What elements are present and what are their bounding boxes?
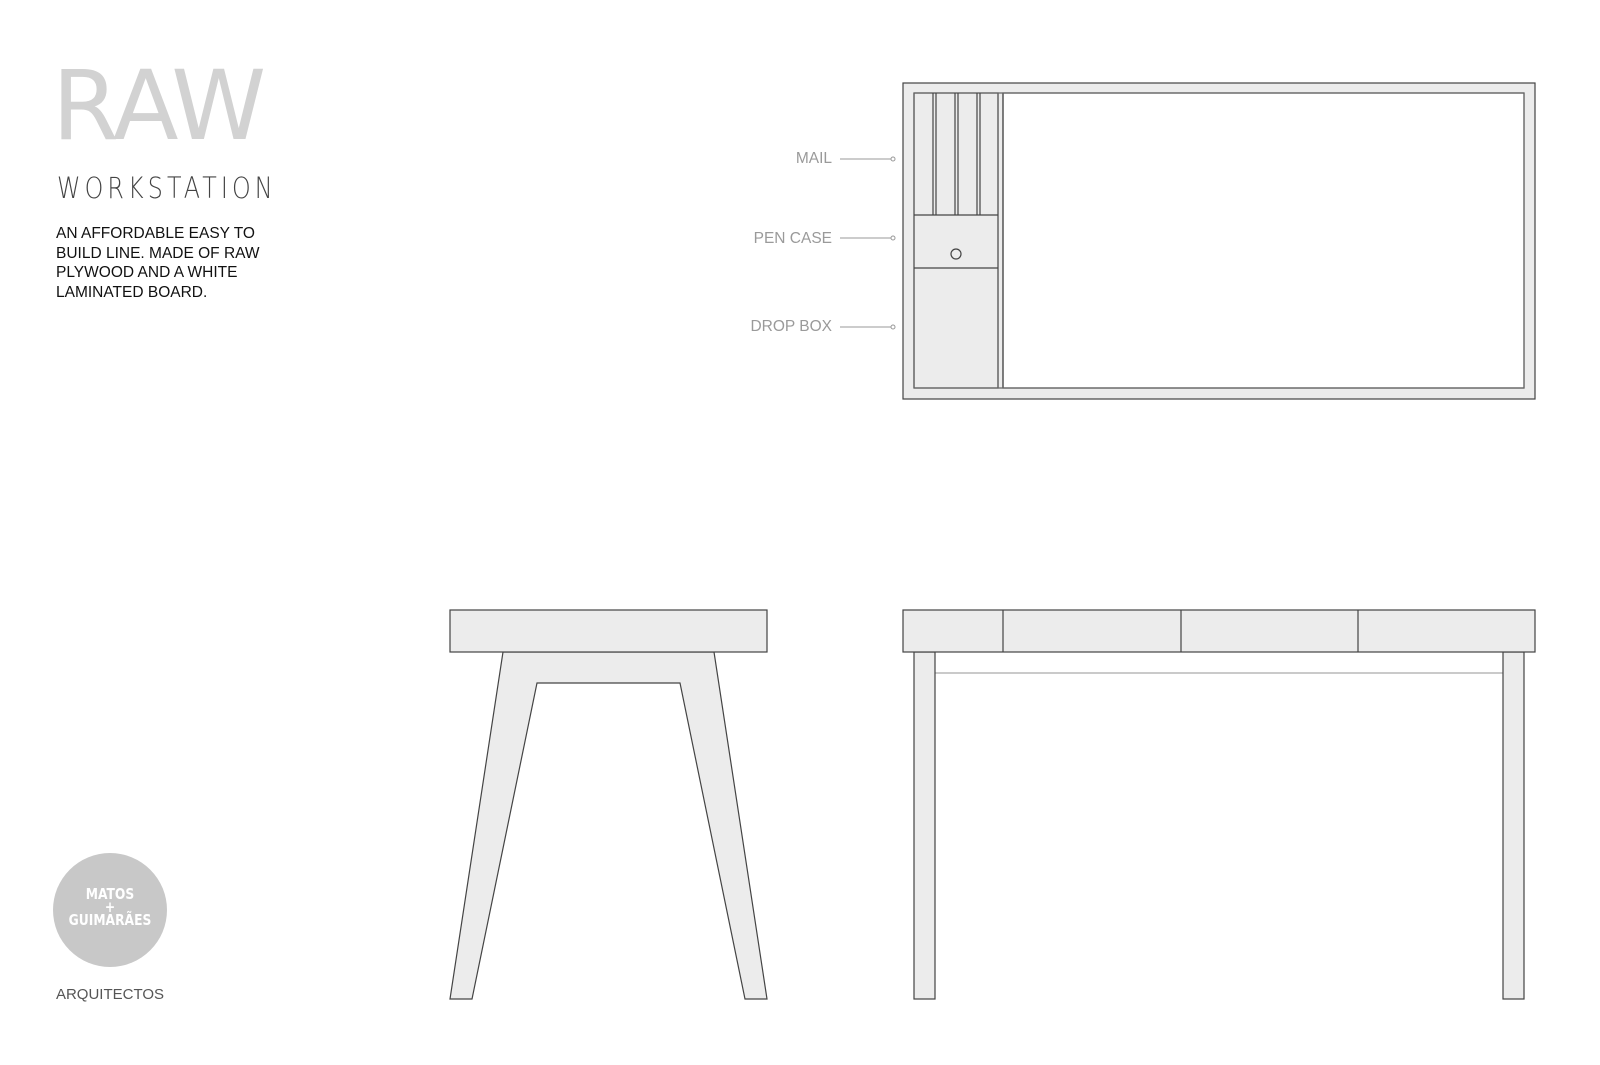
callout-leaders: [840, 156, 896, 330]
front-leg-left: [913, 651, 936, 1000]
side-elevation: [449, 609, 768, 1000]
logo-caption: ARQUITECTOS: [55, 986, 165, 1003]
pen-case-knob-icon: [950, 248, 962, 260]
front-leg-right: [1502, 651, 1525, 1000]
callout-mail: MAIL: [795, 150, 832, 167]
callout-pen-case: PEN CASE: [753, 230, 832, 247]
plan-view: [902, 82, 1536, 400]
mail-slots: [932, 93, 981, 215]
logo-line-1: MATOS: [85, 885, 135, 903]
title-workstation: WORKSTATION: [57, 171, 277, 205]
logo-line-2: +: [104, 898, 116, 916]
callout-drop-box: DROP BOX: [750, 318, 832, 335]
logo-line-3: GUIMARÃES: [68, 911, 152, 929]
logo-circle: [53, 853, 167, 967]
front-elevation: [902, 609, 1536, 1000]
front-top: [902, 609, 1536, 653]
product-description: AN AFFORDABLE EASY TO BUILD LINE. MADE O…: [56, 225, 260, 301]
logo-text: MATOS + GUIMARÃES: [63, 885, 156, 929]
title-raw: RAW: [52, 50, 266, 162]
